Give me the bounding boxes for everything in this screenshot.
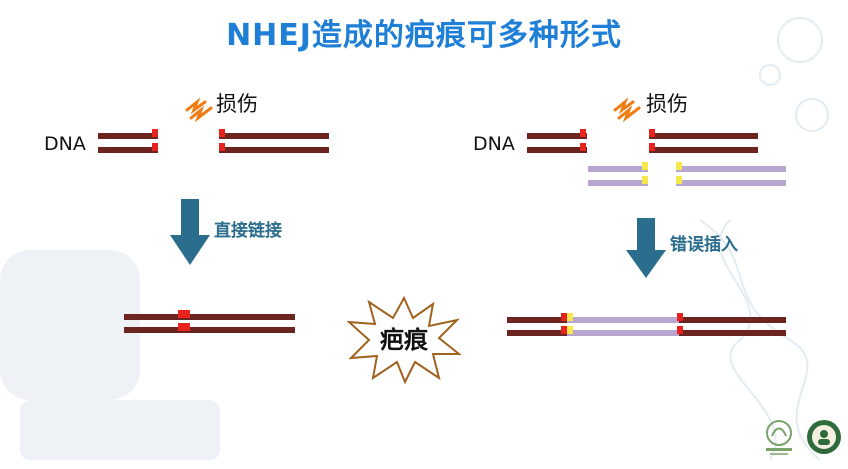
- scar-marker: [184, 310, 190, 318]
- dna-label-left: DNA: [44, 133, 86, 155]
- insert-strand-result-top: [567, 317, 679, 323]
- page-title: NHEJ造成的疤痕可多种形式: [226, 18, 622, 53]
- insert-strand-top-a: [588, 166, 648, 172]
- damage-label-right: 损伤: [646, 92, 688, 116]
- insert-end-marker: [676, 162, 682, 170]
- insert-end-marker: [676, 176, 682, 184]
- down-arrow-right: [626, 218, 666, 278]
- insert-strand-bottom-a: [588, 180, 648, 186]
- step-label-direct-ligation: 直接链接: [214, 221, 282, 241]
- insert-end-marker: [642, 176, 648, 184]
- dna-strand-repaired-bottom: [124, 327, 295, 333]
- dna-strand-result-top-a: [507, 317, 567, 323]
- break-end-marker: [649, 129, 655, 137]
- break-end-marker: [219, 129, 225, 137]
- insert-end-marker: [567, 313, 573, 321]
- dna-strand-left-top-b: [219, 133, 329, 139]
- dna-label-right: DNA: [473, 133, 515, 155]
- break-end-marker: [649, 143, 655, 151]
- scar-label: 疤痕: [380, 326, 428, 354]
- break-end-marker: [219, 143, 225, 151]
- break-end-marker: [677, 326, 683, 334]
- dna-strand-result-top-b: [679, 317, 786, 323]
- burst-shape: [346, 295, 462, 385]
- break-end-marker: [580, 143, 586, 151]
- break-end-marker: [677, 313, 683, 321]
- insert-end-marker: [567, 326, 573, 334]
- scar-marker: [178, 310, 184, 318]
- dna-strand-repaired-top: [124, 314, 295, 320]
- break-end-marker: [580, 129, 586, 137]
- dna-strand-left-top-a: [98, 133, 158, 139]
- scar-marker: [178, 323, 184, 331]
- dna-strand-right-top-b: [649, 133, 758, 139]
- break-end-marker: [561, 326, 567, 334]
- insert-strand-result-bottom: [567, 330, 679, 336]
- dna-strand-right-top-a: [527, 133, 587, 139]
- dna-strand-right-bottom-a: [527, 147, 587, 153]
- scar-marker: [184, 323, 190, 331]
- dna-strand-result-bottom-a: [507, 330, 567, 336]
- break-end-marker: [561, 313, 567, 321]
- damage-icon-left: [185, 97, 213, 123]
- insert-strand-bottom-b: [676, 180, 786, 186]
- dna-strand-left-bottom-a: [98, 147, 158, 153]
- break-end-marker: [152, 129, 158, 137]
- damage-label-left: 损伤: [216, 92, 258, 116]
- dna-strand-result-bottom-b: [679, 330, 786, 336]
- dna-strand-right-bottom-b: [649, 147, 758, 153]
- break-end-marker: [152, 143, 158, 151]
- dna-strand-left-bottom-b: [219, 147, 329, 153]
- insert-strand-top-b: [676, 166, 786, 172]
- institution-logo-left: [766, 420, 792, 455]
- scar-burst: 疤痕: [346, 295, 462, 385]
- institution-seal-logo: [807, 420, 841, 454]
- damage-icon-right: [613, 97, 641, 123]
- down-arrow-left: [170, 199, 210, 265]
- insert-end-marker: [642, 162, 648, 170]
- step-label-error-insertion: 错误插入: [670, 235, 738, 255]
